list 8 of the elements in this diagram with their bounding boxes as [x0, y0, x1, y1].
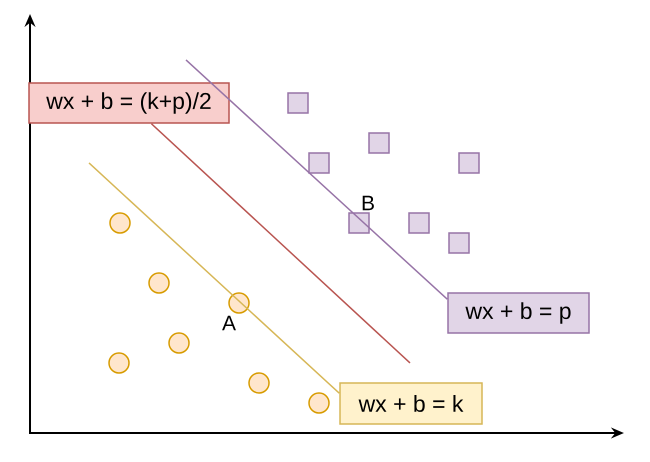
- equation-box: wx + b = p: [447, 292, 590, 334]
- point-label: B: [362, 196, 374, 210]
- equation-box: wx + b = k: [339, 382, 483, 425]
- boundary-line: [186, 59, 448, 300]
- boundary-line: [88, 162, 340, 394]
- point-label: A: [222, 316, 236, 330]
- equation-box: wx + b = (k+p)/2: [28, 82, 230, 124]
- boundary-line: [150, 123, 411, 364]
